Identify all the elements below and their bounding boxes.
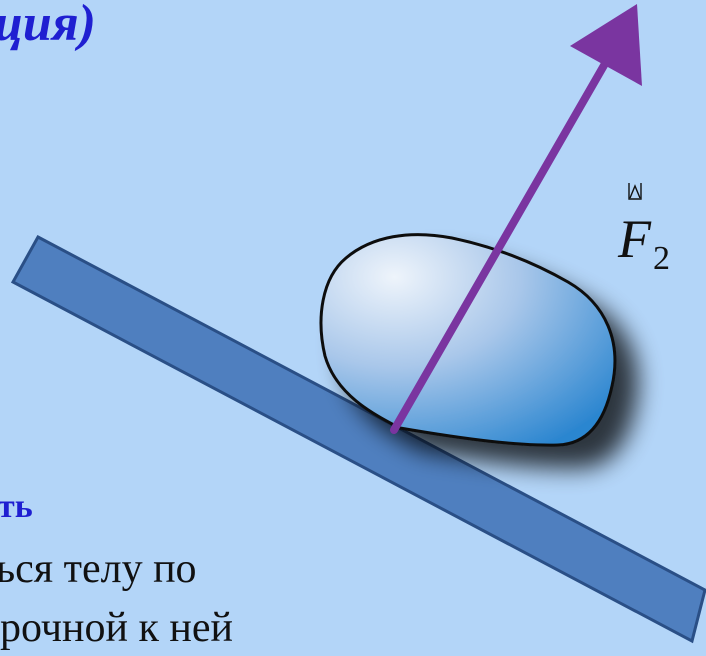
body-text-line-1: ься телу по xyxy=(0,546,197,592)
body-shape xyxy=(319,233,617,447)
body-text-line-2: рочной к ней xyxy=(0,605,233,651)
vector-mark-icon xyxy=(628,183,642,200)
inclined-plane xyxy=(10,234,706,644)
highlighted-word-fragment: ть xyxy=(0,488,33,525)
force-subscript: 2 xyxy=(653,240,670,277)
force-label: F2 xyxy=(618,208,670,277)
title-fragment: ция) xyxy=(0,0,96,52)
force-arrow-shaft xyxy=(390,44,618,434)
force-arrow-head xyxy=(570,4,642,86)
force-symbol: F xyxy=(618,209,651,269)
